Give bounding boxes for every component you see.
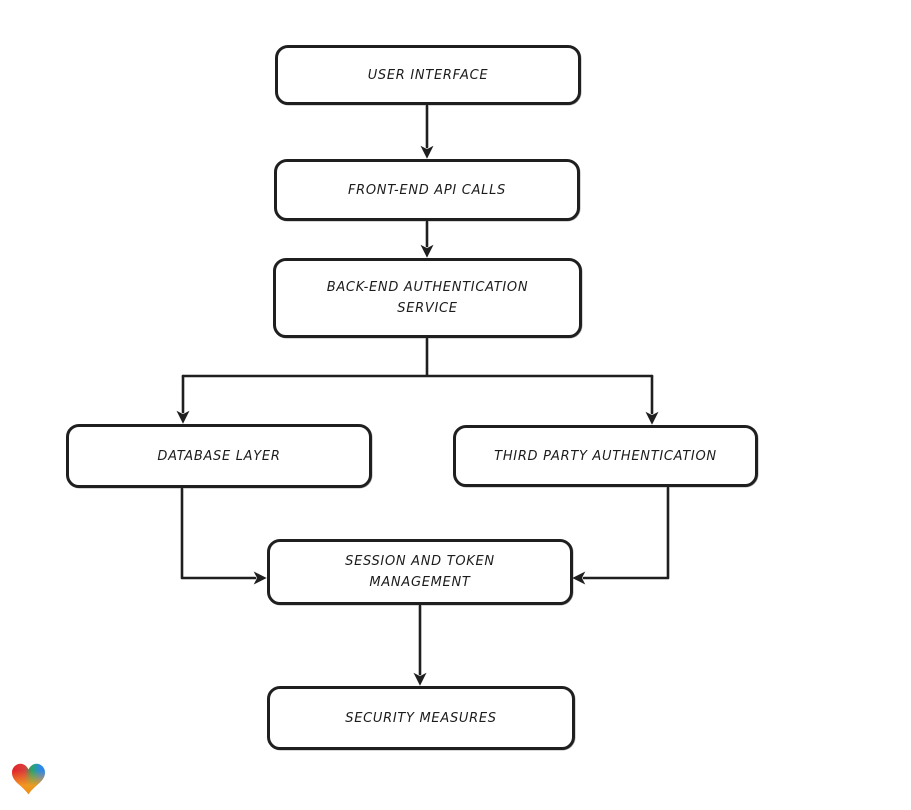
node-third-party-authentication[interactable]: THIRD PARTY AUTHENTICATION bbox=[453, 425, 758, 487]
node-security-measures[interactable]: SECURITY MEASURES bbox=[267, 686, 575, 750]
node-front-end-api-calls[interactable]: FRONT-END API CALLS bbox=[274, 159, 580, 221]
node-label: SESSION AND TOKEN MANAGEMENT bbox=[345, 554, 495, 590]
edge-database-to-session bbox=[180, 487, 267, 585]
node-back-end-authentication-service[interactable]: BACK-END AUTHENTICATION SERVICE bbox=[273, 258, 582, 338]
node-label: USER INTERFACE bbox=[367, 67, 489, 83]
node-label: DATABASE LAYER bbox=[157, 448, 281, 464]
node-user-interface[interactable]: USER INTERFACE bbox=[275, 45, 581, 105]
edge-thirdparty-to-session bbox=[572, 486, 670, 585]
node-label: SECURITY MEASURES bbox=[345, 710, 497, 726]
node-label: FRONT-END API CALLS bbox=[347, 182, 507, 198]
node-database-layer[interactable]: DATABASE LAYER bbox=[66, 424, 372, 488]
heart-icon bbox=[12, 763, 45, 795]
node-label: BACK-END AUTHENTICATION SERVICE bbox=[326, 280, 529, 316]
node-label: THIRD PARTY AUTHENTICATION bbox=[494, 448, 717, 464]
node-session-and-token-management[interactable]: SESSION AND TOKEN MANAGEMENT bbox=[267, 539, 573, 605]
edge-backend-branch bbox=[181, 337, 654, 378]
